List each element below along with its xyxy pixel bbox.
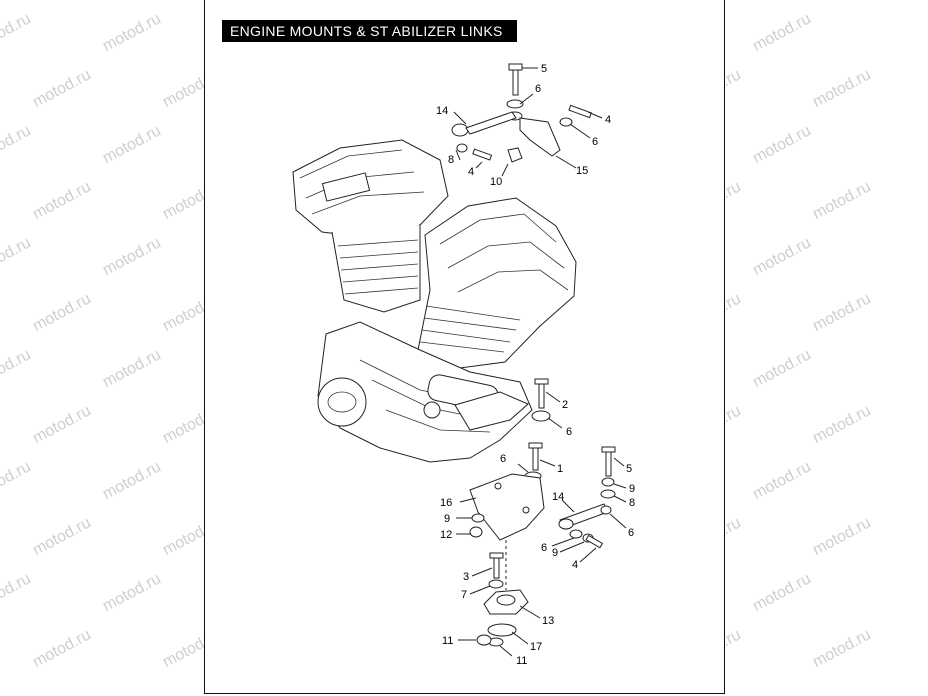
callout-6: 6: [541, 542, 547, 554]
callout-6: 6: [500, 453, 506, 465]
callout-6: 6: [535, 83, 541, 95]
front-mount-assembly: [469, 378, 616, 647]
callout-4: 4: [468, 166, 474, 178]
callout-5: 5: [626, 463, 632, 475]
callout-10: 10: [490, 176, 502, 188]
callout-1: 1: [557, 463, 563, 475]
callout-8: 8: [629, 497, 635, 509]
callout-6: 6: [566, 426, 572, 438]
callout-4: 4: [605, 114, 611, 126]
callout-15: 15: [576, 165, 588, 177]
callout-4: 4: [572, 559, 578, 571]
callout-13: 13: [542, 615, 554, 627]
top-stabilizer-assembly: [451, 63, 593, 163]
callout-14: 14: [552, 491, 564, 503]
callout-17: 17: [530, 641, 542, 653]
callout-9: 9: [552, 547, 558, 559]
engine-drawing: [292, 139, 577, 463]
leader-lines: [453, 67, 627, 657]
callout-14: 14: [436, 105, 448, 117]
callout-11: 11: [442, 635, 453, 647]
callout-6: 6: [628, 527, 634, 539]
callout-9: 9: [444, 513, 450, 525]
callout-labels: 5 6 14 4 6 8 4 10 15 2 6 6 1 5 9 8 16 14…: [436, 63, 635, 667]
callout-7: 7: [461, 589, 467, 601]
callout-2: 2: [562, 399, 568, 411]
diagram-title: ENGINE MOUNTS & ST ABILIZER LINKS: [222, 20, 517, 42]
callout-3: 3: [463, 571, 469, 583]
callout-11: 11: [516, 655, 527, 667]
callout-9: 9: [629, 483, 635, 495]
callout-12: 12: [440, 529, 452, 541]
callout-8: 8: [448, 154, 454, 166]
callout-16: 16: [440, 497, 452, 509]
callout-5: 5: [541, 63, 547, 75]
callout-6: 6: [592, 136, 598, 148]
